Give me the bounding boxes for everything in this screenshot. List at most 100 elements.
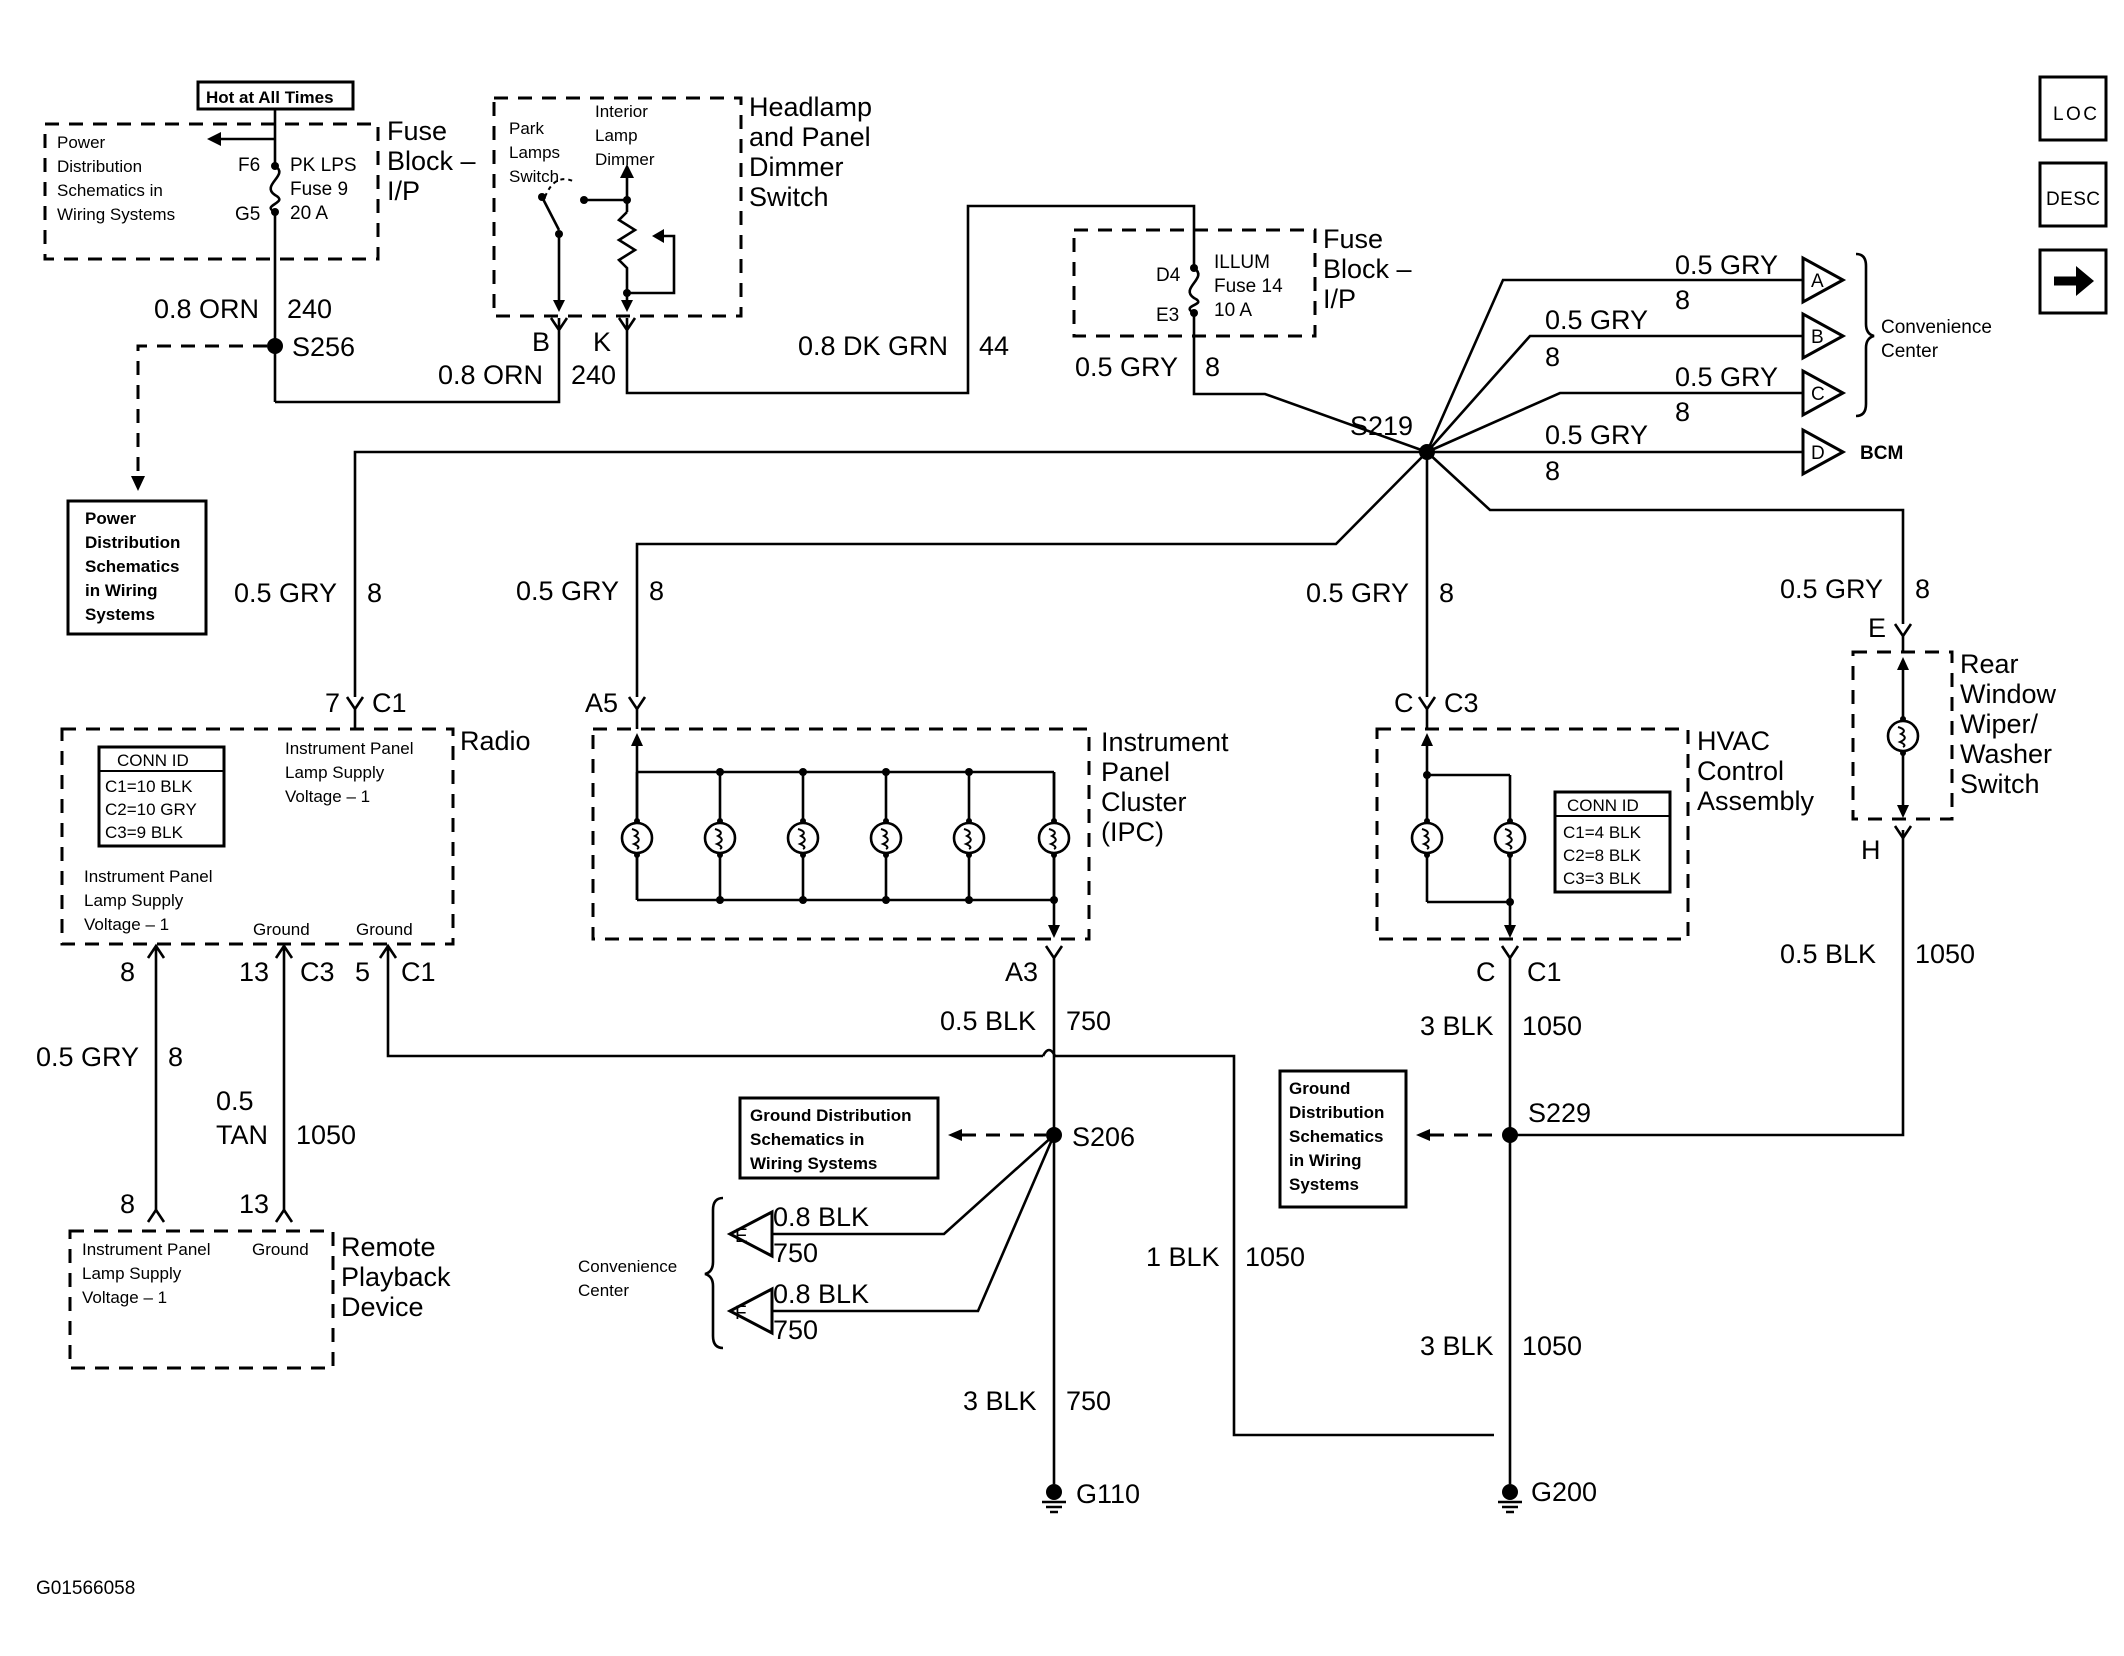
radio-supply-left-label: Instrument Panel Lamp Supply Voltage – 1 bbox=[84, 867, 217, 934]
radio-title: Radio bbox=[460, 726, 531, 756]
circuit-e-label: 750 bbox=[773, 1238, 818, 1268]
radio-conn-id-table: CONN ID C1=10 BLK C2=10 GRY C3=9 BLK bbox=[97, 745, 226, 848]
ground-icon bbox=[1040, 1482, 1068, 1514]
wire-gry-fuse-label: 0.5 GRY bbox=[1075, 352, 1178, 382]
hvac-wire-blk: 3 BLK bbox=[1420, 1011, 1494, 1041]
branch-b-circuit: 8 bbox=[1545, 342, 1560, 372]
wire-orn-bottom-label: 0.8 ORN bbox=[438, 360, 543, 390]
radio-ground-2: Ground bbox=[356, 920, 413, 939]
next-page-button[interactable] bbox=[2038, 248, 2108, 315]
svg-text:C2=8 BLK: C2=8 BLK bbox=[1563, 846, 1642, 865]
fuse-d4-label: D4 bbox=[1156, 265, 1181, 286]
fuse-e3-label: E3 bbox=[1156, 305, 1179, 326]
remote-circuit-8: 8 bbox=[168, 1042, 183, 1072]
splice-s256-label: S256 bbox=[292, 332, 355, 362]
lamp-icon bbox=[869, 816, 903, 860]
power-distribution-box bbox=[43, 122, 380, 261]
radio-pin-8: 8 bbox=[120, 957, 135, 987]
remote-wire-tan-b: TAN bbox=[216, 1120, 268, 1150]
pin-k-label: K bbox=[593, 327, 611, 357]
drop-wiper-circuit: 8 bbox=[1915, 574, 1930, 604]
ipc-pin-a5: A5 bbox=[585, 688, 618, 718]
lamp-icon bbox=[620, 816, 654, 860]
park-lamps-switch-label: Park Lamps Switch bbox=[509, 119, 565, 186]
pin-b-label: B bbox=[532, 327, 550, 357]
svg-text:CONN ID: CONN ID bbox=[1567, 796, 1639, 815]
remote-playback-box bbox=[68, 1229, 335, 1370]
wire-orn-top-label: 0.8 ORN bbox=[154, 294, 259, 324]
radio-conn-c1-top: C1 bbox=[372, 688, 407, 718]
power-distribution-box-2: Power Distribution Schematics in Wiring … bbox=[66, 499, 208, 636]
drop-wiper-wire: 0.5 GRY bbox=[1780, 574, 1883, 604]
convenience-center-brace-2 bbox=[704, 1196, 724, 1350]
desc-label: DESC bbox=[2046, 189, 2100, 210]
circuit-240-bottom-label: 240 bbox=[571, 360, 616, 390]
radio-supply-top-label: Instrument Panel Lamp Supply Voltage – 1 bbox=[285, 739, 418, 806]
lamp-icon bbox=[786, 816, 820, 860]
lamp-icon bbox=[1493, 816, 1527, 860]
svg-text:C1=10 BLK: C1=10 BLK bbox=[105, 777, 193, 796]
svg-text:C2=10 GRY: C2=10 GRY bbox=[105, 800, 197, 819]
hvac-pin-c-bottom: C bbox=[1476, 957, 1496, 987]
wire-e-label: 0.8 BLK bbox=[773, 1202, 869, 1232]
circuit-44-label: 44 bbox=[979, 331, 1009, 361]
right-arrow-icon bbox=[2054, 266, 2094, 296]
rear-wiper-box bbox=[1851, 650, 1954, 821]
interior-lamp-dimmer-label: Interior Lamp Dimmer bbox=[595, 102, 655, 169]
g200-circuit-label: 1050 bbox=[1522, 1331, 1582, 1361]
radio-ground-1: Ground bbox=[253, 920, 310, 939]
remote-supply-label: Instrument Panel Lamp Supply Voltage – 1 bbox=[82, 1240, 215, 1307]
branch-c-wire: 0.5 GRY bbox=[1675, 362, 1778, 392]
loc-button[interactable]: LOC bbox=[2038, 75, 2108, 142]
hvac-pin-c: C bbox=[1394, 688, 1414, 718]
convenience-center-brace bbox=[1855, 252, 1875, 418]
svg-text:Hot at All Times: Hot at All Times bbox=[206, 88, 334, 107]
lamp-icon bbox=[1410, 816, 1444, 860]
ipc-pin-a3: A3 bbox=[1005, 957, 1038, 987]
ipc-circuit-750: 750 bbox=[1066, 1006, 1111, 1036]
loc-label: LOC bbox=[2053, 104, 2097, 125]
remote-wire-gry: 0.5 GRY bbox=[36, 1042, 139, 1072]
convenience-center-label: Convenience Center bbox=[1881, 317, 1997, 362]
svg-text:Power Distribution: Power Distribution Schematics in Wiring … bbox=[85, 509, 185, 624]
wire-1blk-label: 1 BLK bbox=[1146, 1242, 1220, 1272]
radio-conn-c3: C3 bbox=[300, 957, 335, 987]
ground-icon bbox=[1496, 1482, 1524, 1514]
splice-s219-label: S219 bbox=[1350, 411, 1413, 441]
ipc-box bbox=[591, 727, 1091, 941]
remote-wire-tan-a: 0.5 bbox=[216, 1086, 254, 1116]
svg-text:C3=9 BLK: C3=9 BLK bbox=[105, 823, 184, 842]
ipc-bulbs bbox=[620, 768, 1071, 904]
fuse-block-ip-2-label: Fuse Block – I/P bbox=[1323, 224, 1419, 314]
arrow-left-icon bbox=[207, 132, 221, 146]
g200-wire-label: 3 BLK bbox=[1420, 1331, 1494, 1361]
svg-text:Ground Distribution: Ground Distribution Schematics in Wiring… bbox=[1289, 1079, 1389, 1194]
ipc-wire-blk: 0.5 BLK bbox=[940, 1006, 1036, 1036]
circuit-240-top-label: 240 bbox=[287, 294, 332, 324]
circuit-1blk-label: 1050 bbox=[1245, 1242, 1305, 1272]
hot-at-all-times-label: Hot at All Times bbox=[196, 80, 355, 111]
svg-text:CONN ID: CONN ID bbox=[117, 751, 189, 770]
wire-f-label: 0.8 BLK bbox=[773, 1279, 869, 1309]
drop-hvac-circuit: 8 bbox=[1439, 578, 1454, 608]
splice-s229-label: S229 bbox=[1528, 1098, 1591, 1128]
rear-wiper-title: Rear Window Wiper/ Washer Switch bbox=[1960, 649, 2064, 799]
lamp-icon bbox=[952, 816, 986, 860]
pk-lps-fuse-label: PK LPS Fuse 9 20 A bbox=[290, 155, 362, 224]
hvac-conn-c1: C1 bbox=[1527, 957, 1562, 987]
desc-button[interactable]: DESC bbox=[2038, 161, 2108, 228]
drop-radio-circuit: 8 bbox=[367, 578, 382, 608]
remote-pin-13: 13 bbox=[239, 1189, 269, 1219]
conn-pin-e: E bbox=[735, 1226, 748, 1247]
headlamp-switch-title: Headlamp and Panel Dimmer Switch bbox=[749, 92, 880, 212]
conn-pin-c: C bbox=[1811, 384, 1825, 405]
lamp-icon bbox=[1886, 714, 1920, 758]
branch-c-circuit: 8 bbox=[1675, 397, 1690, 427]
power-distribution-label: Power Distribution Schematics in Wiring … bbox=[57, 133, 175, 224]
conn-pin-b: B bbox=[1811, 327, 1824, 348]
hvac-title: HVAC Control Assembly bbox=[1697, 726, 1815, 816]
wiper-circuit-1050: 1050 bbox=[1915, 939, 1975, 969]
lamp-icon bbox=[1037, 816, 1071, 860]
conn-pin-a: A bbox=[1811, 271, 1824, 292]
g110-label: G110 bbox=[1076, 1479, 1140, 1509]
